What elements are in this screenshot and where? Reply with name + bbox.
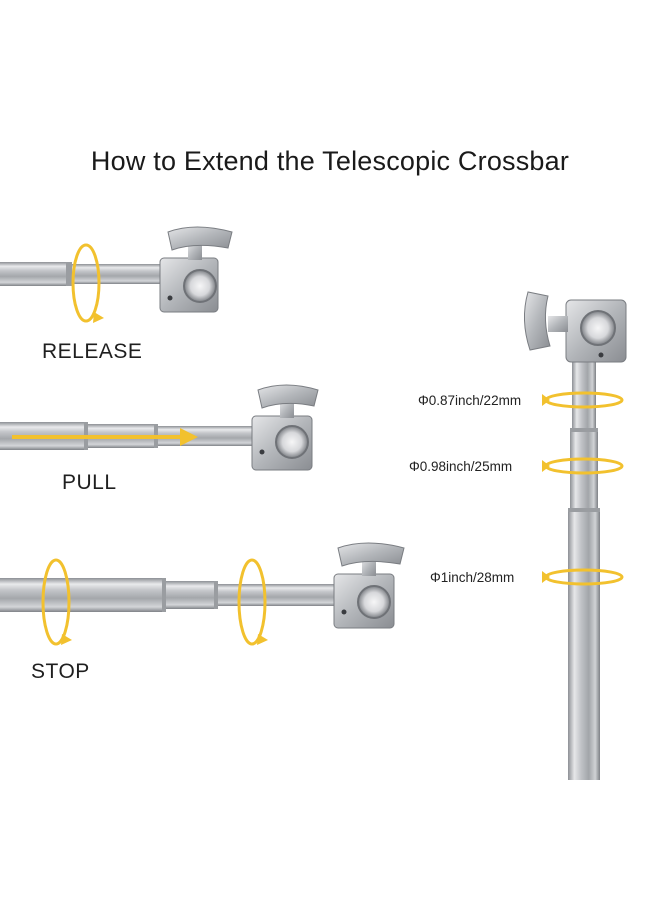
pull-arrow-icon [12, 428, 198, 446]
diameter-ring-22 [542, 391, 624, 409]
rotate-arrow-icon [237, 558, 268, 646]
page-title: How to Extend the Telescopic Crossbar [90, 146, 570, 176]
diameter-ring-25 [542, 457, 624, 475]
dimension-label-25mm: Φ0.98inch/25mm [409, 459, 513, 474]
dimension-label-22mm: Φ0.87inch/22mm [418, 393, 522, 408]
rod-vertical [524, 291, 627, 780]
clamp-head [524, 291, 627, 363]
rotate-arrow-icon [41, 558, 72, 646]
diameter-ring-28 [542, 568, 624, 586]
rod-pull [0, 384, 319, 471]
clamp-head [159, 226, 233, 313]
step-label-pull: PULL [62, 471, 117, 494]
clamp-head [333, 542, 405, 629]
rod-stop [0, 542, 405, 646]
step-label-release: RELEASE [42, 340, 143, 363]
step-label-stop: STOP [31, 660, 90, 683]
dimension-label-28mm: Φ1inch/28mm [430, 570, 515, 585]
clamp-head [251, 384, 319, 471]
rod-release [0, 226, 233, 323]
rotate-arrow-icon [71, 243, 104, 323]
